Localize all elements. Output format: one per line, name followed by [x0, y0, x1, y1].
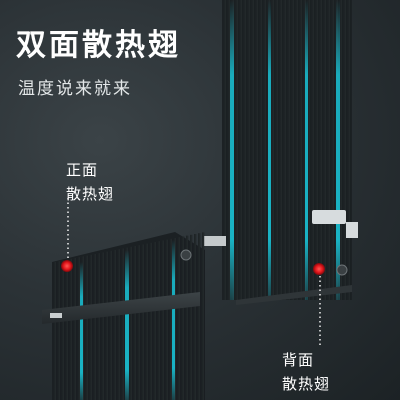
fin-ridge [190, 234, 193, 400]
back-glow-strip [336, 0, 340, 300]
fin-ridge [58, 261, 61, 400]
fin-ridge [142, 244, 145, 400]
connector-port-icon [180, 249, 192, 261]
back-callout-line-2: 散热翅 [282, 375, 331, 393]
fin-ridge [106, 251, 109, 400]
front-towel-bar [42, 292, 200, 324]
fin-ridge [62, 260, 65, 400]
fin-ridge [256, 0, 259, 300]
heat-point-icon [313, 263, 325, 275]
fin-ridge [74, 258, 77, 400]
heat-point-icon [61, 260, 73, 272]
fin-ridge [154, 242, 157, 400]
fin-ridge [194, 234, 197, 400]
back-panel-bottom-edge [236, 285, 352, 305]
fin-ridge [174, 238, 177, 400]
fin-ridge [86, 255, 89, 400]
fin-ridge [312, 0, 315, 300]
fin-ridge [260, 0, 263, 300]
fin-ridge [94, 254, 97, 400]
fin-ridge [66, 259, 69, 400]
fin-ridge [70, 258, 73, 400]
fin-ridge [244, 0, 247, 300]
fin-ridge [284, 0, 287, 300]
tagline: 温度说来就来 [18, 79, 132, 99]
fin-ridge [300, 0, 303, 300]
fin-ridge [344, 0, 347, 300]
fin-ridge [328, 0, 331, 300]
back-callout-line-1: 背面 [282, 351, 315, 369]
back-towel-hook [312, 210, 346, 224]
fin-ridge [252, 0, 255, 300]
fin-ridge [186, 235, 189, 400]
headline: 双面散热翅 [16, 28, 181, 63]
fin-ridge [158, 241, 161, 400]
fin-ridge [332, 0, 335, 300]
fin-ridge [296, 0, 299, 300]
mounting-bracket [204, 236, 226, 246]
back-glow-strip [230, 0, 234, 300]
fin-ridge [170, 238, 173, 400]
fin-ridge [280, 0, 283, 300]
fin-ridge [90, 254, 93, 400]
front-glow-strip [172, 240, 175, 400]
bar-logo-mark [50, 313, 62, 318]
front-fin-callout: 正面 散热翅 [66, 158, 114, 206]
fin-ridge [110, 250, 113, 400]
fin-ridge [98, 253, 101, 400]
fin-ridge [122, 248, 125, 400]
fin-ridge [292, 0, 295, 300]
fin-ridge [248, 0, 251, 300]
fin-ridge [134, 246, 137, 400]
fin-ridge [150, 242, 153, 400]
fin-ridge [178, 237, 181, 400]
fin-ridge [228, 0, 231, 300]
fin-ridge [146, 243, 149, 400]
fin-ridge [54, 262, 57, 400]
front-glow-strip [125, 250, 129, 400]
back-glow-strip [268, 0, 271, 300]
fin-ridge [114, 250, 117, 400]
fin-ridge [102, 252, 105, 400]
back-radiator-panel [222, 0, 358, 305]
fin-ridge [264, 0, 267, 300]
fin-ridge [316, 0, 319, 300]
fin-ridge [348, 0, 351, 300]
fin-ridge [340, 0, 343, 300]
fin-ridge [166, 239, 169, 400]
back-fin-callout: 背面 散热翅 [282, 348, 330, 396]
connector-port-icon [336, 264, 348, 276]
fin-ridge [118, 249, 121, 400]
fin-ridge [320, 0, 323, 300]
fin-ridge [198, 233, 201, 400]
back-towel-hook-end [346, 222, 358, 238]
front-glow-strip [80, 262, 83, 400]
fin-ridge [324, 0, 327, 300]
front-callout-line-1: 正面 [66, 161, 99, 179]
back-glow-strip [305, 0, 308, 300]
fin-ridge [224, 0, 227, 300]
fin-ridge [288, 0, 291, 300]
fin-ridge [272, 0, 275, 300]
fin-ridge [82, 256, 85, 400]
fin-ridge [162, 240, 165, 400]
front-radiator-panel [42, 232, 205, 400]
fin-ridge [236, 0, 239, 300]
fin-ridge [202, 232, 205, 400]
fin-ridge [78, 257, 81, 400]
fin-ridge [130, 246, 133, 400]
fin-ridge [138, 245, 141, 400]
fin-ridge [276, 0, 279, 300]
front-callout-line-2: 散热翅 [66, 185, 115, 203]
fin-ridge [240, 0, 243, 300]
fin-ridge [308, 0, 311, 300]
fin-ridge [182, 236, 185, 400]
